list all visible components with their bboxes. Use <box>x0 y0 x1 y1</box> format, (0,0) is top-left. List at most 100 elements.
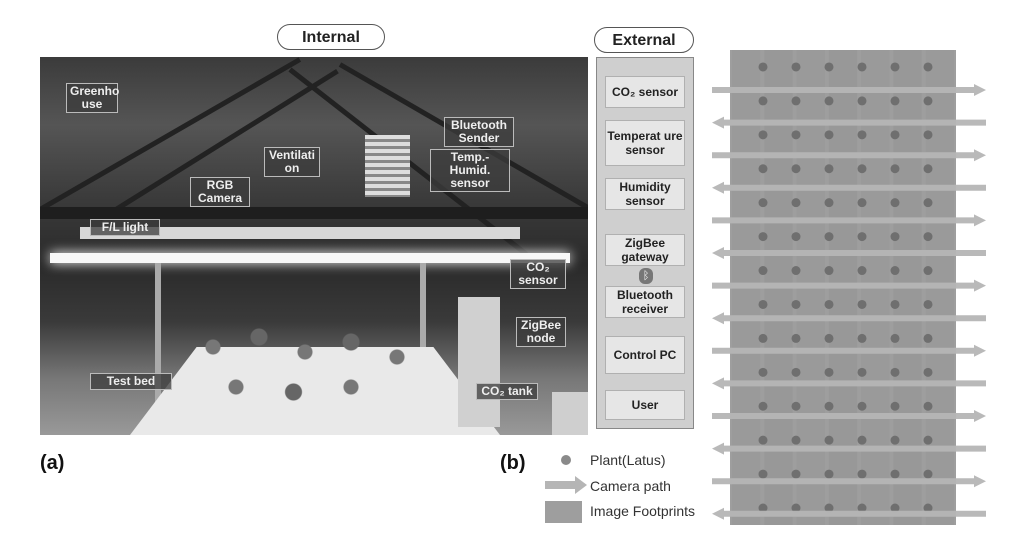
bluetooth-sender-label: Bluetooth Sender <box>444 117 514 147</box>
zigbee-enclosure <box>458 297 500 427</box>
camera-path-arrow-right <box>712 214 986 227</box>
co2-tank-label: CO₂ tank <box>476 383 538 400</box>
plant-dot <box>890 62 900 72</box>
plant-dot <box>824 333 834 343</box>
plant-dot <box>923 62 933 72</box>
camera-path-arrow-right <box>712 344 986 357</box>
plant-dot <box>758 401 768 411</box>
camera-path-arrow-right <box>712 279 986 292</box>
co2-sensor-label: CO₂ sensor <box>510 259 566 289</box>
plant-dot <box>857 164 867 174</box>
plant-dot <box>758 435 768 445</box>
camera-path-arrow-right <box>712 410 986 422</box>
plant-dot <box>923 333 933 343</box>
temp-humid-sensor-label: Temp.- Humid. sensor <box>430 149 510 192</box>
fl-light-label: F/L light <box>90 219 160 236</box>
external-control-pc: Control PC <box>605 336 685 374</box>
plant-dot <box>791 232 801 242</box>
plant-dot <box>791 401 801 411</box>
plant-dot <box>857 198 867 208</box>
plant-dot <box>923 503 933 513</box>
plant-dot <box>824 469 834 479</box>
test-bed-label: Test bed <box>90 373 172 390</box>
plant-dot <box>758 367 768 377</box>
plant-dot <box>791 435 801 445</box>
plant-dot <box>890 96 900 106</box>
plant-dot <box>824 232 834 242</box>
fluorescent-tube <box>50 253 570 263</box>
plant-dot <box>857 367 867 377</box>
camera-path-arrow-right <box>712 149 986 162</box>
camera-path-arrow-left <box>712 247 986 259</box>
plant-dot <box>890 401 900 411</box>
plant-dot <box>890 333 900 343</box>
plant-dot <box>857 232 867 242</box>
plant-dot <box>923 198 933 208</box>
bluetooth-icon: ᛒ <box>639 268 653 284</box>
plant-dot <box>923 96 933 106</box>
external-title: External <box>594 27 694 53</box>
plant-dot <box>890 469 900 479</box>
plant-dot <box>923 130 933 140</box>
plant-dot <box>923 469 933 479</box>
external-temperature-sensor: Temperat ure sensor <box>605 120 685 166</box>
plant-dot <box>890 367 900 377</box>
plant-dot <box>824 367 834 377</box>
plant-dot <box>791 469 801 479</box>
plant-dot <box>890 503 900 513</box>
plant-dot <box>791 266 801 276</box>
camera-path-arrow-left <box>712 312 986 325</box>
plant-dot <box>791 164 801 174</box>
support-post <box>155 263 161 435</box>
camera-path-arrow-left <box>712 377 986 390</box>
external-zigbee-gateway: ZigBee gateway <box>605 234 685 266</box>
light-fixture <box>80 227 520 239</box>
plant-dot <box>758 130 768 140</box>
plant-dot <box>791 503 801 513</box>
external-devices-box: CO₂ sensor Temperat ure sensor Humidity … <box>596 57 694 429</box>
plant-dot <box>791 96 801 106</box>
plant-dot <box>791 62 801 72</box>
plant-dot <box>857 96 867 106</box>
plant-dot <box>857 469 867 479</box>
plant-dot <box>758 333 768 343</box>
plant-dot <box>824 401 834 411</box>
plant-dot <box>758 299 768 309</box>
plant-dot <box>923 164 933 174</box>
plant-dot <box>758 232 768 242</box>
plant-dot <box>857 62 867 72</box>
greenhouse-label: Greenho use <box>66 83 119 113</box>
co2-tank-shape <box>552 392 588 435</box>
panel-b-label: (b) <box>500 452 526 474</box>
plant-dot <box>923 367 933 377</box>
legend-plant-dot <box>561 455 571 465</box>
plant-dot <box>791 367 801 377</box>
plant-dot <box>824 299 834 309</box>
plant-dot <box>923 266 933 276</box>
zigbee-node-label: ZigBee node <box>516 317 566 347</box>
plant-dot <box>857 130 867 140</box>
camera-path-arrow-left <box>712 181 986 194</box>
roof-rafter <box>40 57 302 212</box>
legend-footprint-text: Image Footprints <box>590 503 696 519</box>
plant-dot <box>857 401 867 411</box>
rgb-camera-label: RGB Camera <box>190 177 250 207</box>
plant-dot <box>758 266 768 276</box>
camera-path-arrow-right <box>712 84 986 96</box>
camera-path-arrow-left <box>712 442 986 455</box>
plant-dot <box>824 435 834 445</box>
plant-dot <box>890 198 900 208</box>
plant-dot <box>890 435 900 445</box>
plant-dot <box>758 198 768 208</box>
plant-dot <box>890 232 900 242</box>
panel-a-label: (a) <box>40 452 65 474</box>
plant-dot <box>923 232 933 242</box>
plant-dot <box>758 96 768 106</box>
camera-path-arrow-left <box>712 116 986 129</box>
ceiling-beam <box>40 207 588 219</box>
legend-camera-arrow <box>545 476 587 494</box>
plant-dot <box>923 435 933 445</box>
external-user: User <box>605 390 685 420</box>
ventilation-unit <box>365 135 410 197</box>
plant-dot <box>824 130 834 140</box>
